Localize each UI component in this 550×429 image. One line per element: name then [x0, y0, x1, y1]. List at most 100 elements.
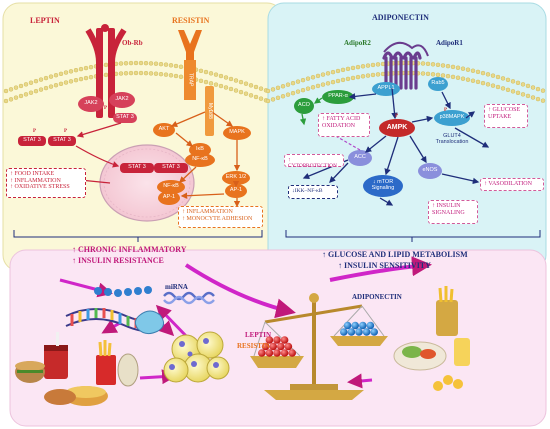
membrane-head	[208, 71, 214, 76]
membrane-head	[535, 86, 541, 92]
membrane-head	[530, 85, 536, 90]
membrane-head	[370, 62, 376, 68]
membrane-head	[33, 88, 39, 94]
membrane-head	[233, 78, 239, 83]
leptin-resistin-ball	[265, 336, 274, 344]
membrane-head	[330, 79, 336, 85]
membrane-head	[505, 87, 511, 93]
adiponectin-receptors	[382, 51, 422, 90]
membrane-head	[445, 73, 451, 79]
membrane-head	[88, 64, 94, 70]
membrane-head	[265, 88, 271, 94]
membrane-head	[340, 67, 346, 73]
membrane-head	[28, 80, 34, 85]
membrane-head	[300, 87, 306, 93]
membrane-head	[148, 71, 154, 76]
left-summary-2: ↑ INSULIN RESISTANCE	[72, 256, 164, 265]
adiponectin-title: ADIPONECTIN	[372, 13, 429, 22]
right-summary-1: ↑ GLUCOSE AND LIPID METABOLISM	[322, 250, 468, 259]
adiponectin-ball	[355, 328, 363, 336]
aco-node: ACO	[298, 102, 310, 109]
myd88-label: MyD88	[207, 103, 214, 119]
healthy-food-right	[393, 286, 470, 391]
membrane-head	[305, 86, 311, 91]
membrane-head	[153, 61, 159, 66]
membrane-head	[485, 72, 491, 77]
resistin-effect-1: ↑ INFLAMMATION	[182, 209, 233, 215]
leptin-resistin-ball	[265, 349, 274, 357]
membrane-head	[238, 89, 244, 95]
membrane-head	[213, 82, 219, 87]
membrane-head	[3, 98, 9, 104]
membrane-head	[248, 83, 254, 88]
glucose-uptake-box: ↑ GLUCOSE UPTAKE	[484, 104, 528, 128]
membrane-head	[370, 72, 376, 78]
membrane-head	[375, 72, 381, 77]
left-summary-1: ↑ CHRONIC INFLAMMATORY	[72, 245, 187, 254]
membrane-head	[460, 76, 466, 81]
nucleus-ap1: AP-1	[162, 194, 176, 201]
membrane-head	[88, 74, 94, 80]
ob-rb-label: Ob-Rb	[122, 39, 143, 47]
rab5-node: Rab5	[431, 80, 445, 87]
membrane-head	[163, 72, 169, 77]
membrane-head	[325, 81, 331, 86]
membrane-head	[173, 73, 179, 79]
membrane-head	[218, 73, 224, 79]
membrane-head	[243, 91, 249, 96]
phospho-label: P	[444, 108, 448, 113]
membrane-head	[320, 72, 326, 77]
ppar-node: PPAR-α	[328, 93, 348, 100]
membrane-head	[315, 73, 321, 79]
leptin-resistin-ball	[284, 342, 293, 351]
adipocyte-cluster	[163, 331, 230, 383]
membrane-head	[520, 82, 526, 87]
membrane-head	[485, 82, 491, 87]
membrane-head	[435, 62, 441, 68]
membrane-head	[490, 73, 496, 78]
membrane-head	[158, 61, 164, 67]
resistin-bottom-label: RESISTIN	[237, 342, 270, 350]
nfkb-node: NF-κB	[192, 156, 208, 163]
membrane-head	[310, 85, 316, 90]
membrane-head	[495, 84, 501, 90]
acc-node: ACC	[354, 154, 366, 161]
membrane-head	[143, 70, 149, 76]
membrane-head	[440, 73, 446, 78]
leptin-resistin-ball	[280, 336, 289, 344]
membrane-head	[420, 71, 426, 76]
membrane-head	[218, 83, 224, 89]
membrane-head	[228, 86, 234, 92]
adipor2-label: AdipoR2	[344, 39, 371, 47]
vasodilation-box: ↑ VASODILATION	[480, 178, 544, 191]
membrane-head	[158, 71, 164, 77]
resistin-effect-2: ↑ MONOCYTE ADHESION	[182, 215, 253, 222]
membrane-head	[535, 96, 541, 102]
membrane-head	[58, 81, 64, 87]
membrane-head	[430, 62, 436, 67]
membrane-head	[495, 74, 501, 80]
membrane-head	[320, 82, 326, 87]
membrane-head	[540, 88, 546, 93]
membrane-head	[23, 92, 29, 97]
adiponectin-ball	[351, 321, 360, 330]
membrane-head	[198, 68, 204, 74]
leptin-title: LEPTIN	[30, 16, 60, 25]
membrane-head	[510, 79, 516, 84]
membrane-head	[18, 83, 24, 89]
mapk-node: MAPK	[229, 129, 245, 136]
membrane-head	[103, 62, 109, 68]
membrane-head	[153, 71, 159, 76]
membrane-head	[305, 76, 311, 81]
membrane-head	[23, 82, 29, 87]
adiponectin-ball	[362, 328, 371, 336]
leptin-receptor	[78, 24, 137, 123]
membrane-head	[3, 88, 9, 94]
ikk-box: ↓IKK–NF-κB	[288, 185, 338, 199]
membrane-head	[275, 95, 281, 101]
leptin-bottom-label: LEPTIN	[245, 331, 272, 339]
membrane-head	[270, 97, 276, 102]
protein-beads	[94, 286, 152, 297]
membrane-head	[510, 89, 516, 94]
